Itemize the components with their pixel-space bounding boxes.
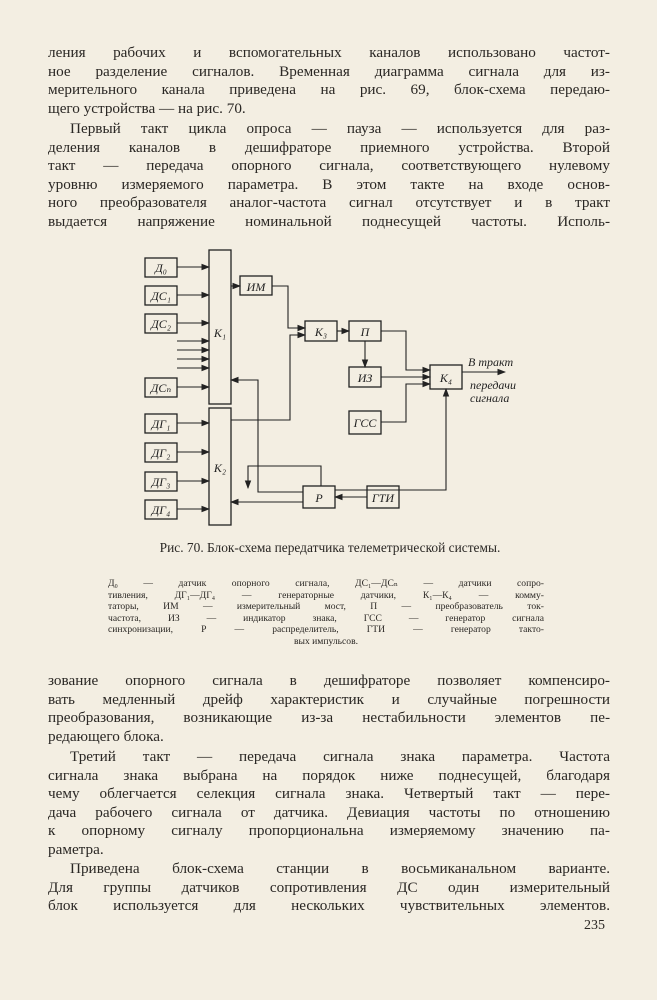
paragraph-top: ления рабочих и вспомогательных каналов … — [48, 44, 610, 118]
k1-label: К₁ — [213, 326, 226, 340]
text-line: раметра. — [48, 840, 104, 858]
text-line: мерительного канала приведена на рис. 69… — [48, 81, 610, 99]
output-label-line3: сигнала — [470, 391, 509, 405]
paragraph-fifth: Приведена блок-схема станции в восьмикан… — [48, 860, 610, 916]
legend-line: частота, ИЗ — индикатор знака, ГСС — ген… — [108, 612, 544, 624]
text-line: дача рабочего сигнала от датчика. Девиац… — [48, 803, 610, 821]
output-label-line2: передачи — [470, 378, 516, 392]
text-line: ного преобразователя аналог-частота сигн… — [48, 194, 610, 212]
ds2-label: ДС₂ — [150, 317, 171, 331]
iz-label: ИЗ — [357, 371, 373, 385]
text-line: выдается напряжение номинальной поднесущ… — [48, 212, 610, 230]
text-line: редающего блока. — [48, 727, 164, 745]
r-label: Р — [314, 491, 323, 505]
dg1-label: ДГ₁ — [151, 417, 171, 431]
output-label-line1: В тракт — [468, 355, 513, 369]
text-line: уровню измеряемого параметра. В этом так… — [48, 175, 610, 193]
dg3-label: ДГ₃ — [151, 475, 171, 489]
text-line: деления каналов в дешифраторе приемного … — [48, 138, 610, 156]
figure-legend: Д₀ — датчик опорного сигнала, ДС₁—ДСₙ — … — [108, 578, 544, 648]
text-line: ное разделение сигналов. Временная диагр… — [48, 62, 610, 80]
k2-block — [208, 407, 232, 526]
text-line: чему облегчается селекция сигнала знака.… — [48, 785, 610, 803]
legend-line: синхронизации, Р — распределитель, ГТИ —… — [108, 624, 544, 636]
k4-label: К₄ — [439, 371, 452, 385]
text-line: Первый такт цикла опроса — пауза — испол… — [70, 120, 610, 137]
legend-line: таторы, ИМ — измерительный мост, П — пре… — [108, 601, 544, 613]
k1-block — [208, 249, 232, 405]
paragraph-second: Первый такт цикла опроса — пауза — испол… — [48, 120, 610, 232]
legend-line: вых импульсов. — [293, 635, 359, 647]
text-line: Третий такт — передача сигнала знака пар… — [70, 748, 610, 765]
dsn-label: ДСₙ — [150, 381, 172, 395]
figure-caption: Рис. 70. Блок-схема передатчика телеметр… — [159, 540, 501, 555]
text-line: блок используется для нескольких чувстви… — [48, 897, 610, 915]
text-line: преобразования, возникающие из-за нестаб… — [48, 709, 610, 727]
d0-label: Д₀ — [154, 261, 167, 275]
gti-label: ГТИ — [371, 491, 396, 505]
text-line: к опорному сигналу пропорциональна измер… — [48, 822, 610, 840]
p-label: П — [360, 325, 371, 339]
legend-line: Д₀ — датчик опорного сигнала, ДС₁—ДСₙ — … — [108, 578, 544, 589]
dg4-label: ДГ₄ — [151, 503, 171, 517]
text-line: Приведена блок-схема станции в восьмикан… — [70, 860, 610, 877]
k3-label: К₃ — [314, 325, 327, 339]
text-line: щего устройства — на рис. 70. — [48, 99, 246, 117]
gss-label: ГСС — [353, 416, 378, 430]
im-label: ИМ — [246, 280, 267, 294]
text-line: такт — передача опорного сигнала, соотве… — [48, 157, 610, 175]
paragraph-third: зование опорного сигнала в дешифраторе п… — [48, 672, 610, 746]
text-line: вать медленный дрейф характеристик и слу… — [48, 690, 610, 708]
ds1-label: ДС₁ — [150, 289, 171, 303]
legend-line: тивления, ДГ₁—ДГ₄ — генераторные датчики… — [108, 589, 544, 601]
text-line: зование опорного сигнала в дешифраторе п… — [48, 672, 610, 689]
k2-label: К₂ — [213, 461, 226, 475]
text-line: Для группы датчиков сопротивления ДС оди… — [48, 878, 610, 896]
text-line: ления рабочих и вспомогательных каналов … — [48, 44, 610, 61]
block-diagram: Д₀ ДС₁ ДС₂ ДСₙ ДГ₁ ДГ₂ ДГ₃ ДГ₄ К₁ К₂ ИМ … — [144, 249, 516, 526]
dg2-label: ДГ₂ — [151, 446, 171, 460]
page-number: 235 — [584, 918, 605, 933]
paragraph-fourth: Третий такт — передача сигнала знака пар… — [48, 748, 610, 860]
text-line: сигнала знака выбрана на порядок ниже по… — [48, 766, 610, 784]
